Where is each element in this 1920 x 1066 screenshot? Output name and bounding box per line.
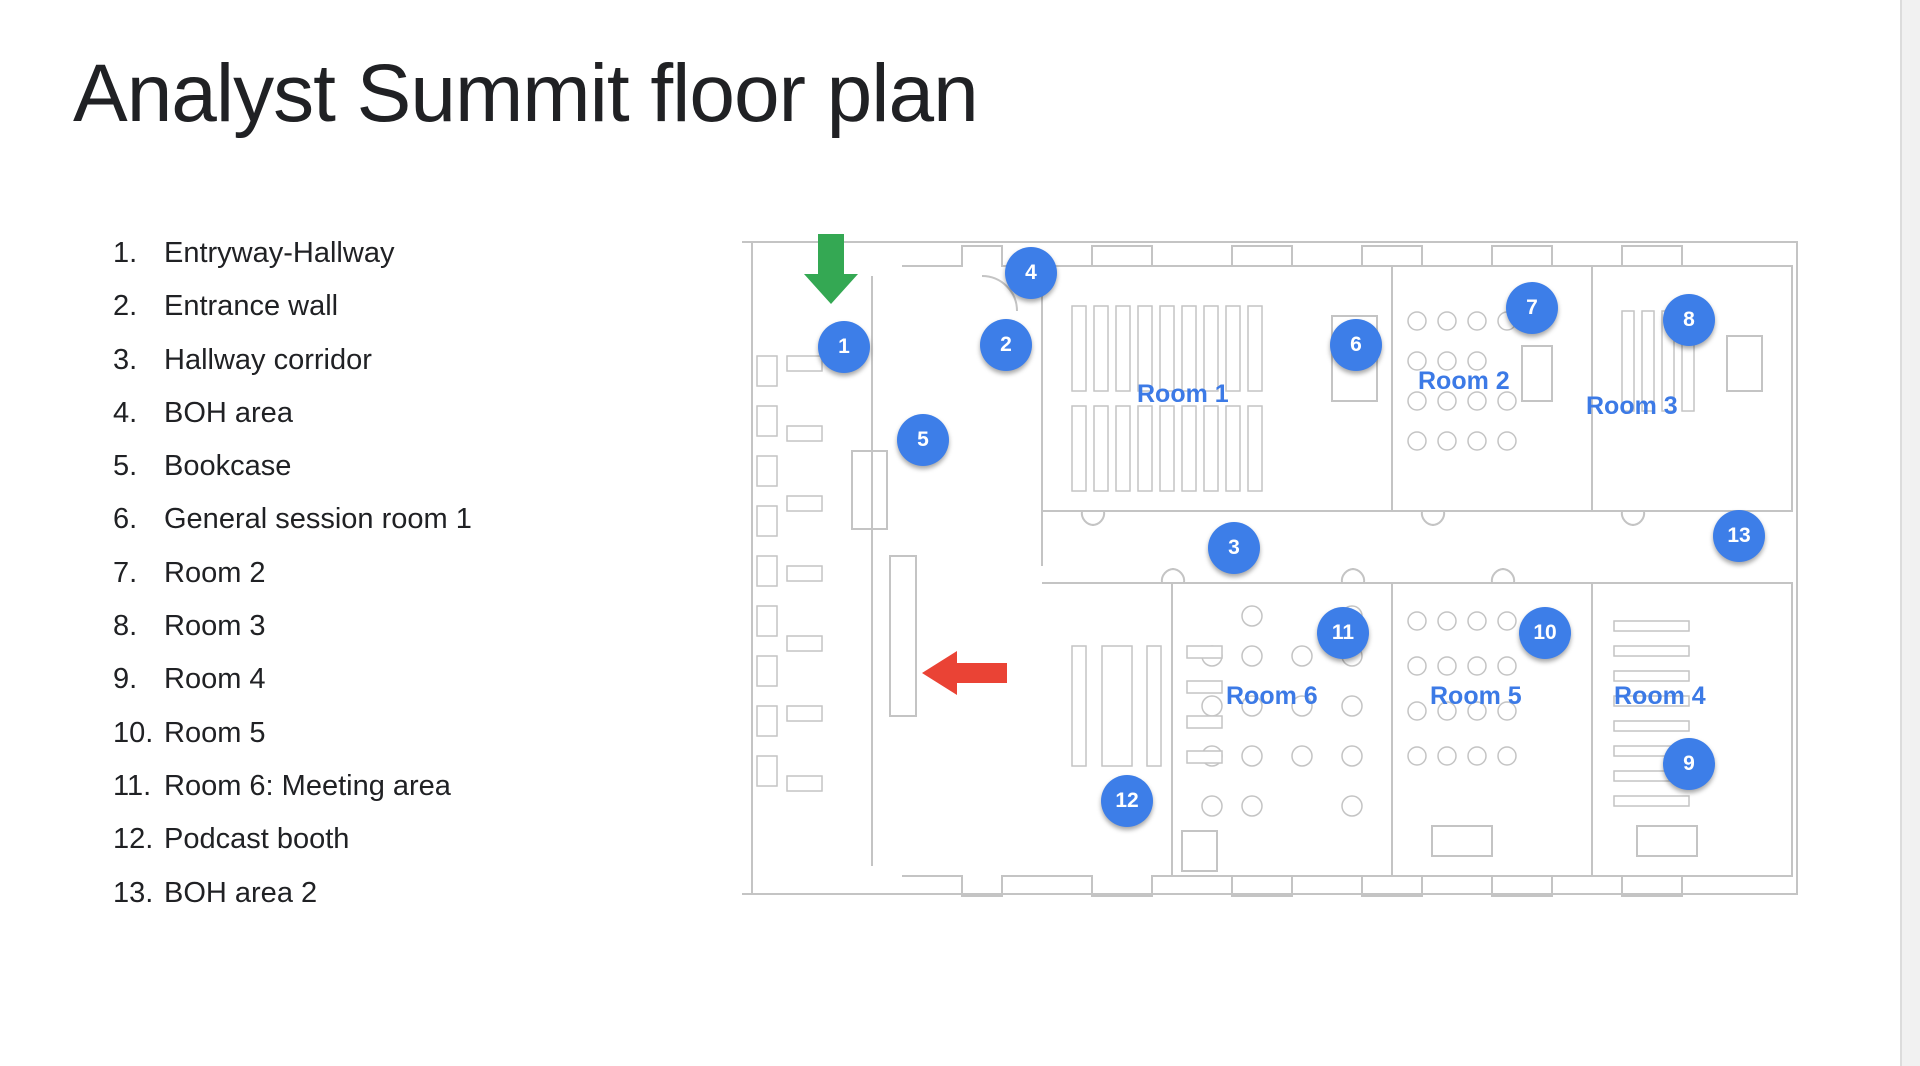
legend-item: 12.Podcast booth	[113, 823, 350, 856]
slide-title: Analyst Summit floor plan	[73, 48, 979, 139]
legend-item: 1.Entryway-Hallway	[113, 237, 395, 269]
entry-arrow	[804, 234, 858, 304]
location-pin[interactable]: 10	[1519, 607, 1571, 659]
location-pin[interactable]: 6	[1330, 319, 1382, 371]
window-edge	[1900, 0, 1920, 1066]
room5-label: Room 5	[1430, 682, 1522, 710]
podcast-booth	[1181, 830, 1218, 872]
legend-item: 3.Hallway corridor	[113, 343, 372, 376]
legend-item: 11.Room 6: Meeting area	[113, 769, 451, 802]
floor-plan-drawing: Room 1 Room 2 Room 3 Room 4 Room 5 Room …	[742, 234, 1798, 897]
room1-label: Room 1	[1137, 380, 1229, 408]
location-pin[interactable]: 8	[1663, 294, 1715, 346]
location-pin[interactable]: 3	[1208, 522, 1260, 574]
legend-item: 13.BOH area 2	[113, 876, 318, 909]
room4-walls	[1591, 582, 1793, 877]
legend-list: 1.Entryway-Hallway 2.Entrance wall 3.Hal…	[113, 227, 472, 920]
legend-item: 5.Bookcase	[113, 450, 292, 483]
legend-item: 9.Room 4	[113, 663, 266, 696]
location-pin[interactable]: 4	[1005, 247, 1057, 299]
room3-walls	[1591, 265, 1793, 512]
exit-arrow	[922, 651, 1007, 695]
legend-item: 2.Entrance wall	[113, 290, 339, 323]
location-pin[interactable]: 9	[1663, 738, 1715, 790]
location-pin[interactable]: 12	[1101, 775, 1153, 827]
location-pin[interactable]: 1	[818, 321, 870, 373]
room2-label: Room 2	[1418, 367, 1510, 395]
legend-item: 10.Room 5	[113, 716, 266, 749]
location-pin[interactable]: 2	[980, 319, 1032, 371]
location-pin[interactable]: 13	[1713, 510, 1765, 562]
room6-label: Room 6	[1226, 682, 1318, 710]
room3-label: Room 3	[1586, 392, 1678, 420]
room4-label: Room 4	[1614, 682, 1706, 710]
location-pin[interactable]: 7	[1506, 282, 1558, 334]
outer-wall	[751, 241, 1798, 895]
room1-seating	[1071, 305, 1263, 492]
legend-item: 8.Room 3	[113, 610, 266, 643]
location-pin[interactable]: 11	[1317, 607, 1369, 659]
location-pin[interactable]: 5	[897, 414, 949, 466]
photo-moment-wall	[851, 450, 888, 530]
floor-plan: Room 1 Room 2 Room 3 Room 4 Room 5 Room …	[742, 226, 1802, 906]
legend-item: 7.Room 2	[113, 556, 266, 589]
classroom-seating	[756, 310, 1695, 807]
legend-item: 6.General session room 1	[113, 503, 472, 536]
legend-item: 4.BOH area	[113, 396, 293, 429]
lobby-counter	[889, 555, 917, 717]
